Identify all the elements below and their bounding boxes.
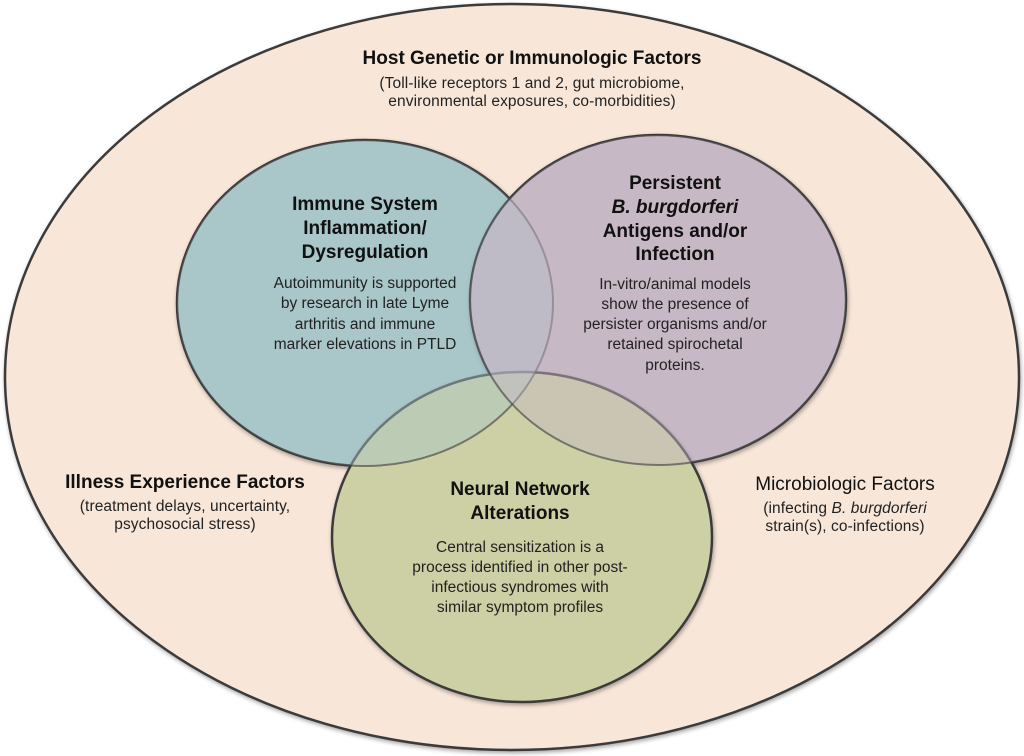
immune-body-1: Autoimmunity is supported	[273, 275, 457, 293]
illness-experience-subtitle-1: (treatment delays, uncertainty,	[79, 497, 291, 515]
illness-experience-subtitle-2: psychosocial stress)	[114, 516, 256, 534]
host-factors-subtitle-1: (Toll-like receptors 1 and 2, gut microb…	[379, 74, 685, 92]
circle-immune-overlay	[176, 139, 554, 467]
immune-title-3: Dysregulation	[301, 241, 429, 263]
host-factors-label: Host Genetic or Immunologic Factors (Tol…	[262, 48, 802, 112]
microbiologic-factors-label: Microbiologic Factors (infecting B. burg…	[715, 474, 975, 537]
circle-neural-network	[330, 370, 714, 704]
microbiologic-subtitle-2: strain(s), co-infections)	[765, 518, 925, 536]
neural-body-3: infectious syndromes with	[431, 578, 609, 596]
persistent-body-4: retained spirochetal	[607, 336, 743, 354]
illness-experience-label: Illness Experience Factors (treatment de…	[30, 472, 340, 535]
immune-body-2: by research in late Lyme	[280, 295, 450, 313]
immune-body-3: arthritis and immune	[294, 315, 436, 333]
host-factors-title: Host Genetic or Immunologic Factors	[362, 48, 702, 69]
immune-title-2: Inflammation/	[303, 217, 427, 239]
persistent-body-1: In-vitro/animal models	[599, 276, 751, 293]
immune-body-4: marker elevations in PTLD	[273, 335, 457, 353]
microbiologic-subtitle-italic: B. burgdorferi	[831, 499, 927, 517]
neural-body-2: process identified in other post-	[412, 558, 628, 576]
microbiologic-subtitle-1: (infecting B. burgdorferi	[715, 500, 975, 519]
persistent-title-4: Infection	[635, 244, 715, 266]
illness-experience-title: Illness Experience Factors	[65, 472, 305, 493]
persistent-title-1: Persistent	[629, 173, 721, 194]
persistent-title-2: B. burgdorferi	[611, 196, 739, 218]
neural-title-2: Alterations	[470, 502, 570, 524]
immune-circle-label: Immune System Inflammation/ Dysregulatio…	[215, 193, 515, 355]
neural-title-1: Neural Network	[450, 479, 590, 500]
persistent-body-3: persister organisms and/or	[583, 316, 767, 334]
neural-body-4: similar symptom profiles	[436, 598, 604, 616]
neural-circle-label: Neural Network Alterations Central sensi…	[370, 478, 670, 618]
persistent-title-3: Antigens and/or	[602, 220, 748, 242]
microbiologic-subtitle-prefix: (infecting	[763, 499, 832, 517]
neural-body-1: Central sensitization is a	[436, 538, 604, 556]
persistent-circle-label: Persistent B. burgdorferi Antigens and/o…	[525, 172, 825, 376]
circle-persistent-overlay	[469, 134, 847, 466]
immune-title-1: Immune System	[292, 194, 438, 215]
microbiologic-title: Microbiologic Factors	[755, 474, 935, 495]
persistent-body-2: show the presence of	[601, 296, 749, 314]
persistent-body-5: proteins.	[645, 356, 705, 374]
host-factors-subtitle-2: environmental exposures, co-morbidities)	[388, 93, 676, 111]
